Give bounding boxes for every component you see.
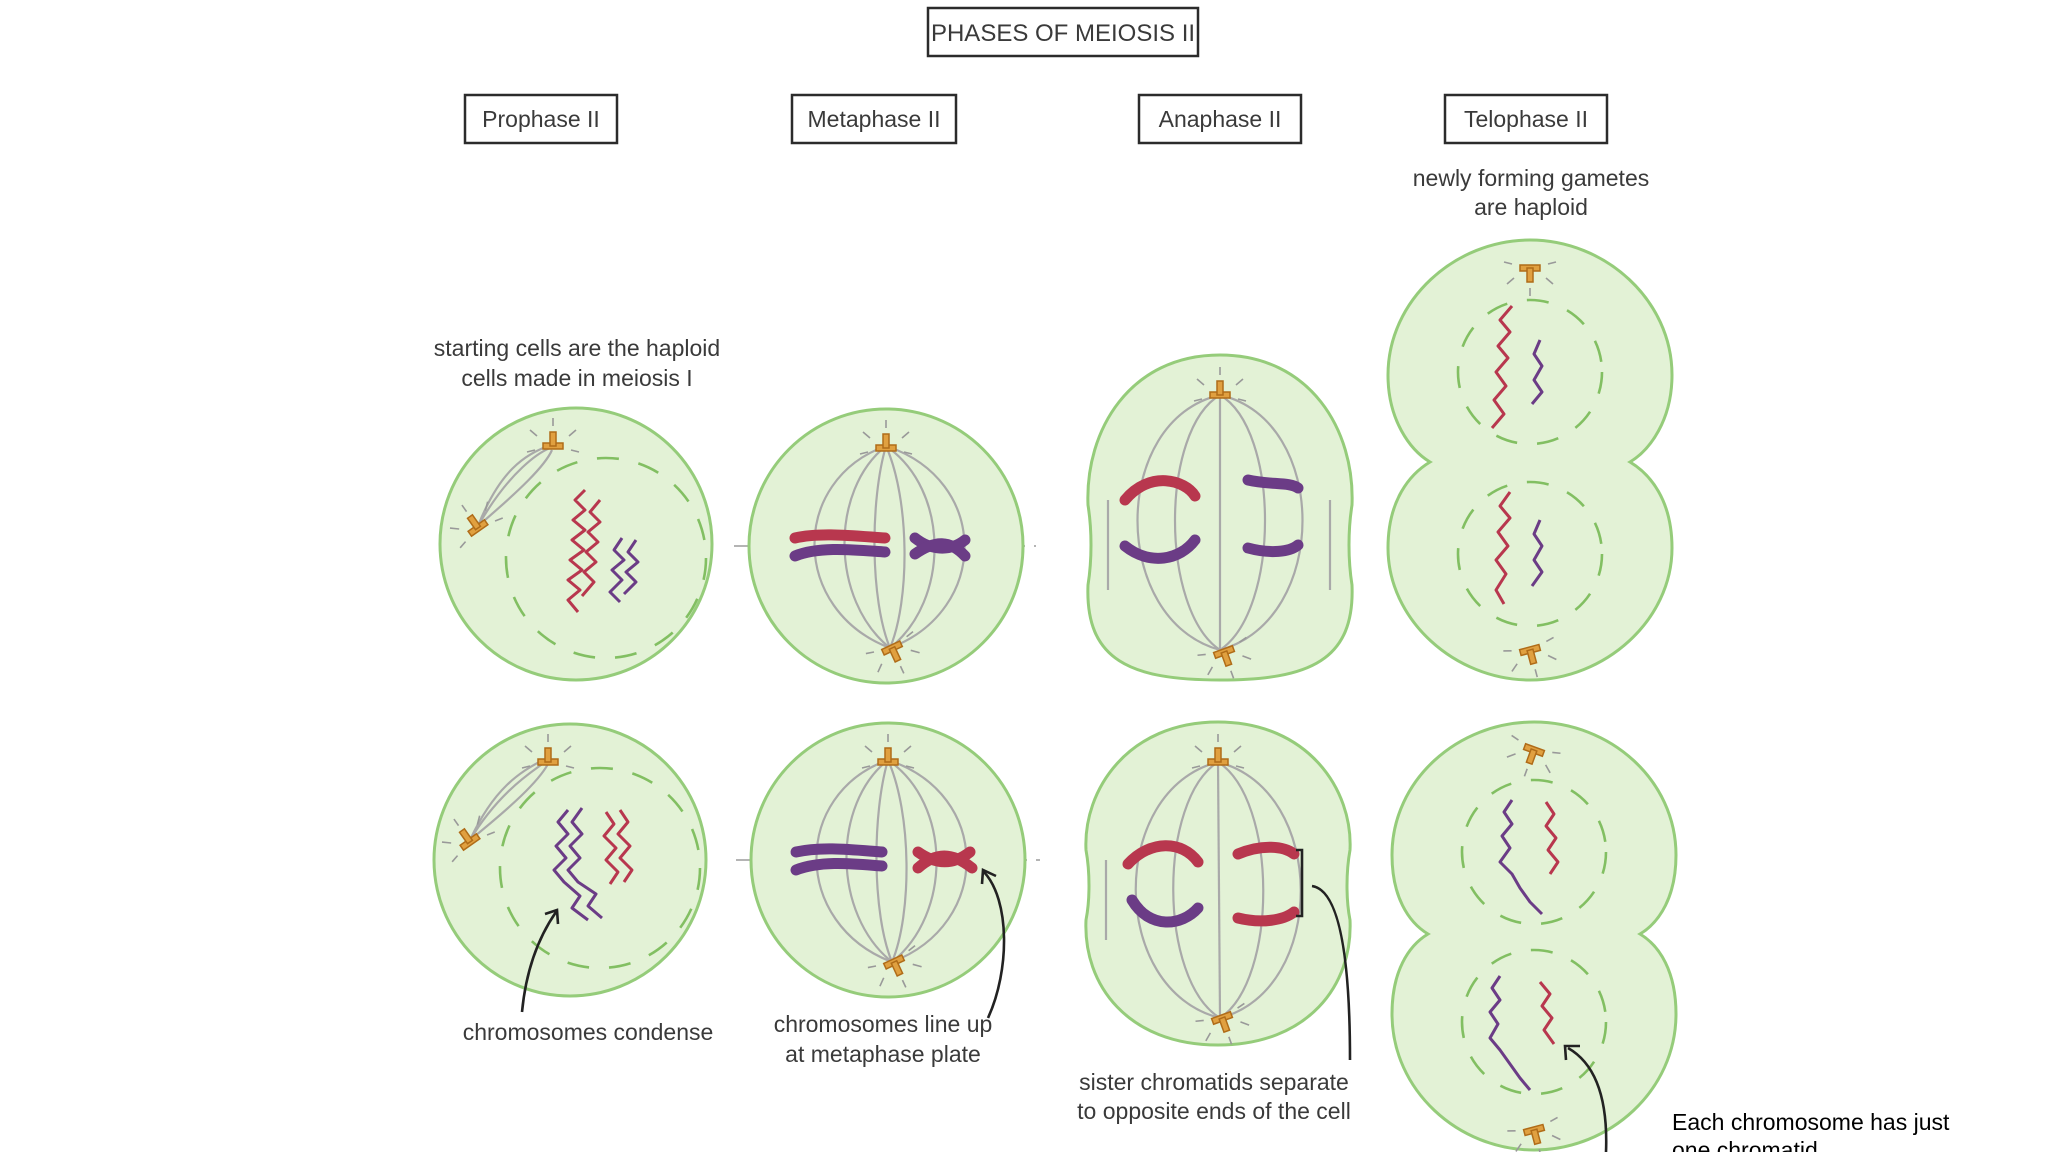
cell-prophase-bottom (431, 722, 708, 998)
prophase-note-line1: starting cells are the haploid (434, 335, 720, 361)
chromosome-purple (909, 538, 971, 562)
chromosome-purple (1530, 339, 1544, 405)
cell-telophase-bottom (1390, 720, 1678, 1152)
chromosome-red (1490, 305, 1514, 429)
chromosome-red (1232, 906, 1300, 927)
svg-text:Anaphase II: Anaphase II (1159, 106, 1282, 132)
phase-header-telophase: Telophase II (1443, 93, 1609, 145)
chromosome-purple (1488, 975, 1532, 1091)
chromosome-purple (1119, 534, 1201, 564)
chromatid-note-line1: Each chromosome has just (1672, 1109, 1950, 1135)
chromosome-red (1544, 801, 1560, 875)
chromosome-purple (622, 539, 640, 596)
chromosome-purple (608, 537, 626, 604)
chromosome-purple (1242, 474, 1304, 494)
separate-note-line2: to opposite ends of the cell (1077, 1098, 1351, 1124)
phase-header-metaphase: Metaphase II (790, 93, 958, 145)
chromosome-red (1494, 491, 1512, 605)
cell-anaphase-top (1086, 353, 1354, 689)
arrow-separate (1311, 884, 1352, 1061)
chromosome-purple (1126, 894, 1204, 928)
cell-telophase-top (1386, 238, 1674, 685)
chromosome-red (616, 809, 634, 883)
chromosome-purple (790, 843, 888, 858)
chromatid-note-line2: one chromatid (1672, 1137, 1818, 1152)
chromosome-red (789, 529, 891, 544)
svg-text:Telophase II: Telophase II (1464, 106, 1588, 132)
lineup-note-line2: at metaphase plate (785, 1041, 981, 1067)
arrow-condense (520, 908, 560, 1013)
telophase-note-line1: newly forming gametes (1413, 165, 1650, 191)
chromosome-red (1538, 981, 1556, 1045)
chromosome-red (602, 811, 620, 885)
chromosome-red (566, 488, 587, 613)
chromosome-purple (1530, 519, 1544, 587)
diagram-title: PHASES OF MEIOSIS II (926, 6, 1200, 58)
arrow-lineup (980, 868, 1006, 1019)
chromosome-purple (566, 807, 603, 920)
chromosome-purple (1242, 539, 1304, 558)
chromosome-red (1122, 840, 1204, 870)
chromosome-red (580, 499, 602, 597)
separate-note-line1: sister chromatids separate (1079, 1069, 1349, 1095)
chromosome-red (1119, 475, 1201, 506)
chromosome-purple (790, 858, 888, 876)
cell-anaphase-bottom (1084, 720, 1352, 1055)
svg-text:Metaphase II: Metaphase II (808, 106, 941, 132)
telophase-note-line2: are haploid (1474, 194, 1588, 220)
chromosome-red (1232, 841, 1300, 860)
chromosome-red (912, 850, 978, 874)
cell-metaphase-bottom (736, 721, 1040, 1000)
svg-text:Prophase II: Prophase II (482, 106, 600, 132)
cell-metaphase-top (734, 407, 1036, 686)
arrow-chromatid (1563, 1044, 1608, 1152)
prophase-note-line2: cells made in meiosis I (461, 365, 692, 391)
chromosome-purple (789, 544, 891, 562)
phase-header-prophase: Prophase II (463, 93, 619, 145)
condense-note: chromosomes condense (463, 1019, 714, 1045)
chromosome-purple (552, 809, 589, 922)
chromatid-bracket (1296, 848, 1304, 918)
lineup-note-line1: chromosomes line up (774, 1011, 993, 1037)
chromosome-purple (1498, 799, 1544, 916)
svg-text:PHASES OF MEIOSIS II: PHASES OF MEIOSIS II (931, 20, 1195, 47)
chromosome-red (912, 846, 976, 868)
cell-prophase-top (438, 406, 714, 682)
phase-header-anaphase: Anaphase II (1137, 93, 1303, 145)
